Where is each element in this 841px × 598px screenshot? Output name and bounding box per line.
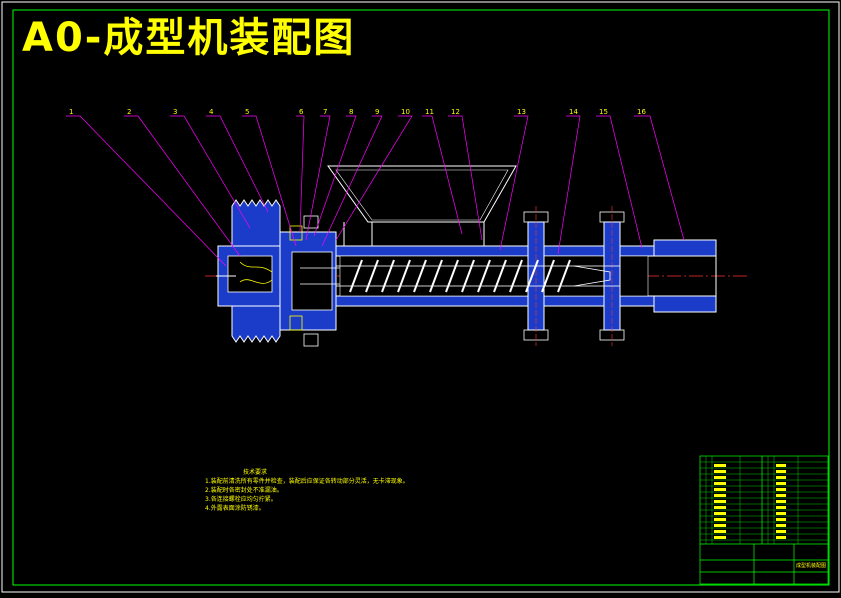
part-label-3: 3 — [173, 108, 177, 116]
note-line-4: 4.外露表面涂防锈漆。 — [205, 505, 265, 512]
drawing-title: A0-成型机装配图 — [22, 15, 356, 61]
part-label-12: 12 — [451, 108, 460, 116]
part-label-1: 1 — [69, 108, 73, 116]
part-label-5: 5 — [245, 108, 249, 116]
hopper — [327, 165, 517, 246]
note-line-1: 1.装配前清洗所有零件并检查，装配后应保证各转动部分灵活，无卡滞现象。 — [205, 478, 409, 485]
part-label-7: 7 — [323, 108, 327, 116]
title-block — [699, 455, 829, 585]
title-block-grid — [700, 456, 828, 544]
title-block-entries — [714, 464, 786, 539]
part-label-4: 4 — [209, 108, 214, 116]
technical-notes: 技术要求 1.装配前清洗所有零件并检查，装配后应保证各转动部分灵活，无卡滞现象。… — [205, 468, 409, 513]
screw — [335, 259, 621, 293]
part-label-10: 10 — [401, 108, 410, 116]
notes-heading: 技术要求 — [243, 469, 268, 476]
part-label-14: 14 — [569, 108, 578, 116]
part-label-15: 15 — [599, 108, 608, 116]
part-label-2: 2 — [127, 108, 131, 116]
drawing-name: 成型机装配图 — [796, 562, 826, 569]
leader-lines — [66, 115, 685, 267]
part-label-8: 8 — [349, 108, 353, 116]
note-line-3: 3.各连接螺栓应均匀拧紧。 — [205, 496, 277, 503]
bearing-housing — [279, 215, 340, 347]
part-label-11: 11 — [425, 108, 434, 116]
inner-frame — [12, 9, 830, 586]
pulley — [216, 199, 281, 343]
note-line-2: 2.装配时各密封处不准漏油。 — [205, 487, 283, 494]
part-label-6: 6 — [299, 108, 304, 116]
part-label-16: 16 — [637, 108, 646, 116]
part-label-13: 13 — [517, 108, 526, 116]
part-label-9: 9 — [375, 108, 379, 116]
